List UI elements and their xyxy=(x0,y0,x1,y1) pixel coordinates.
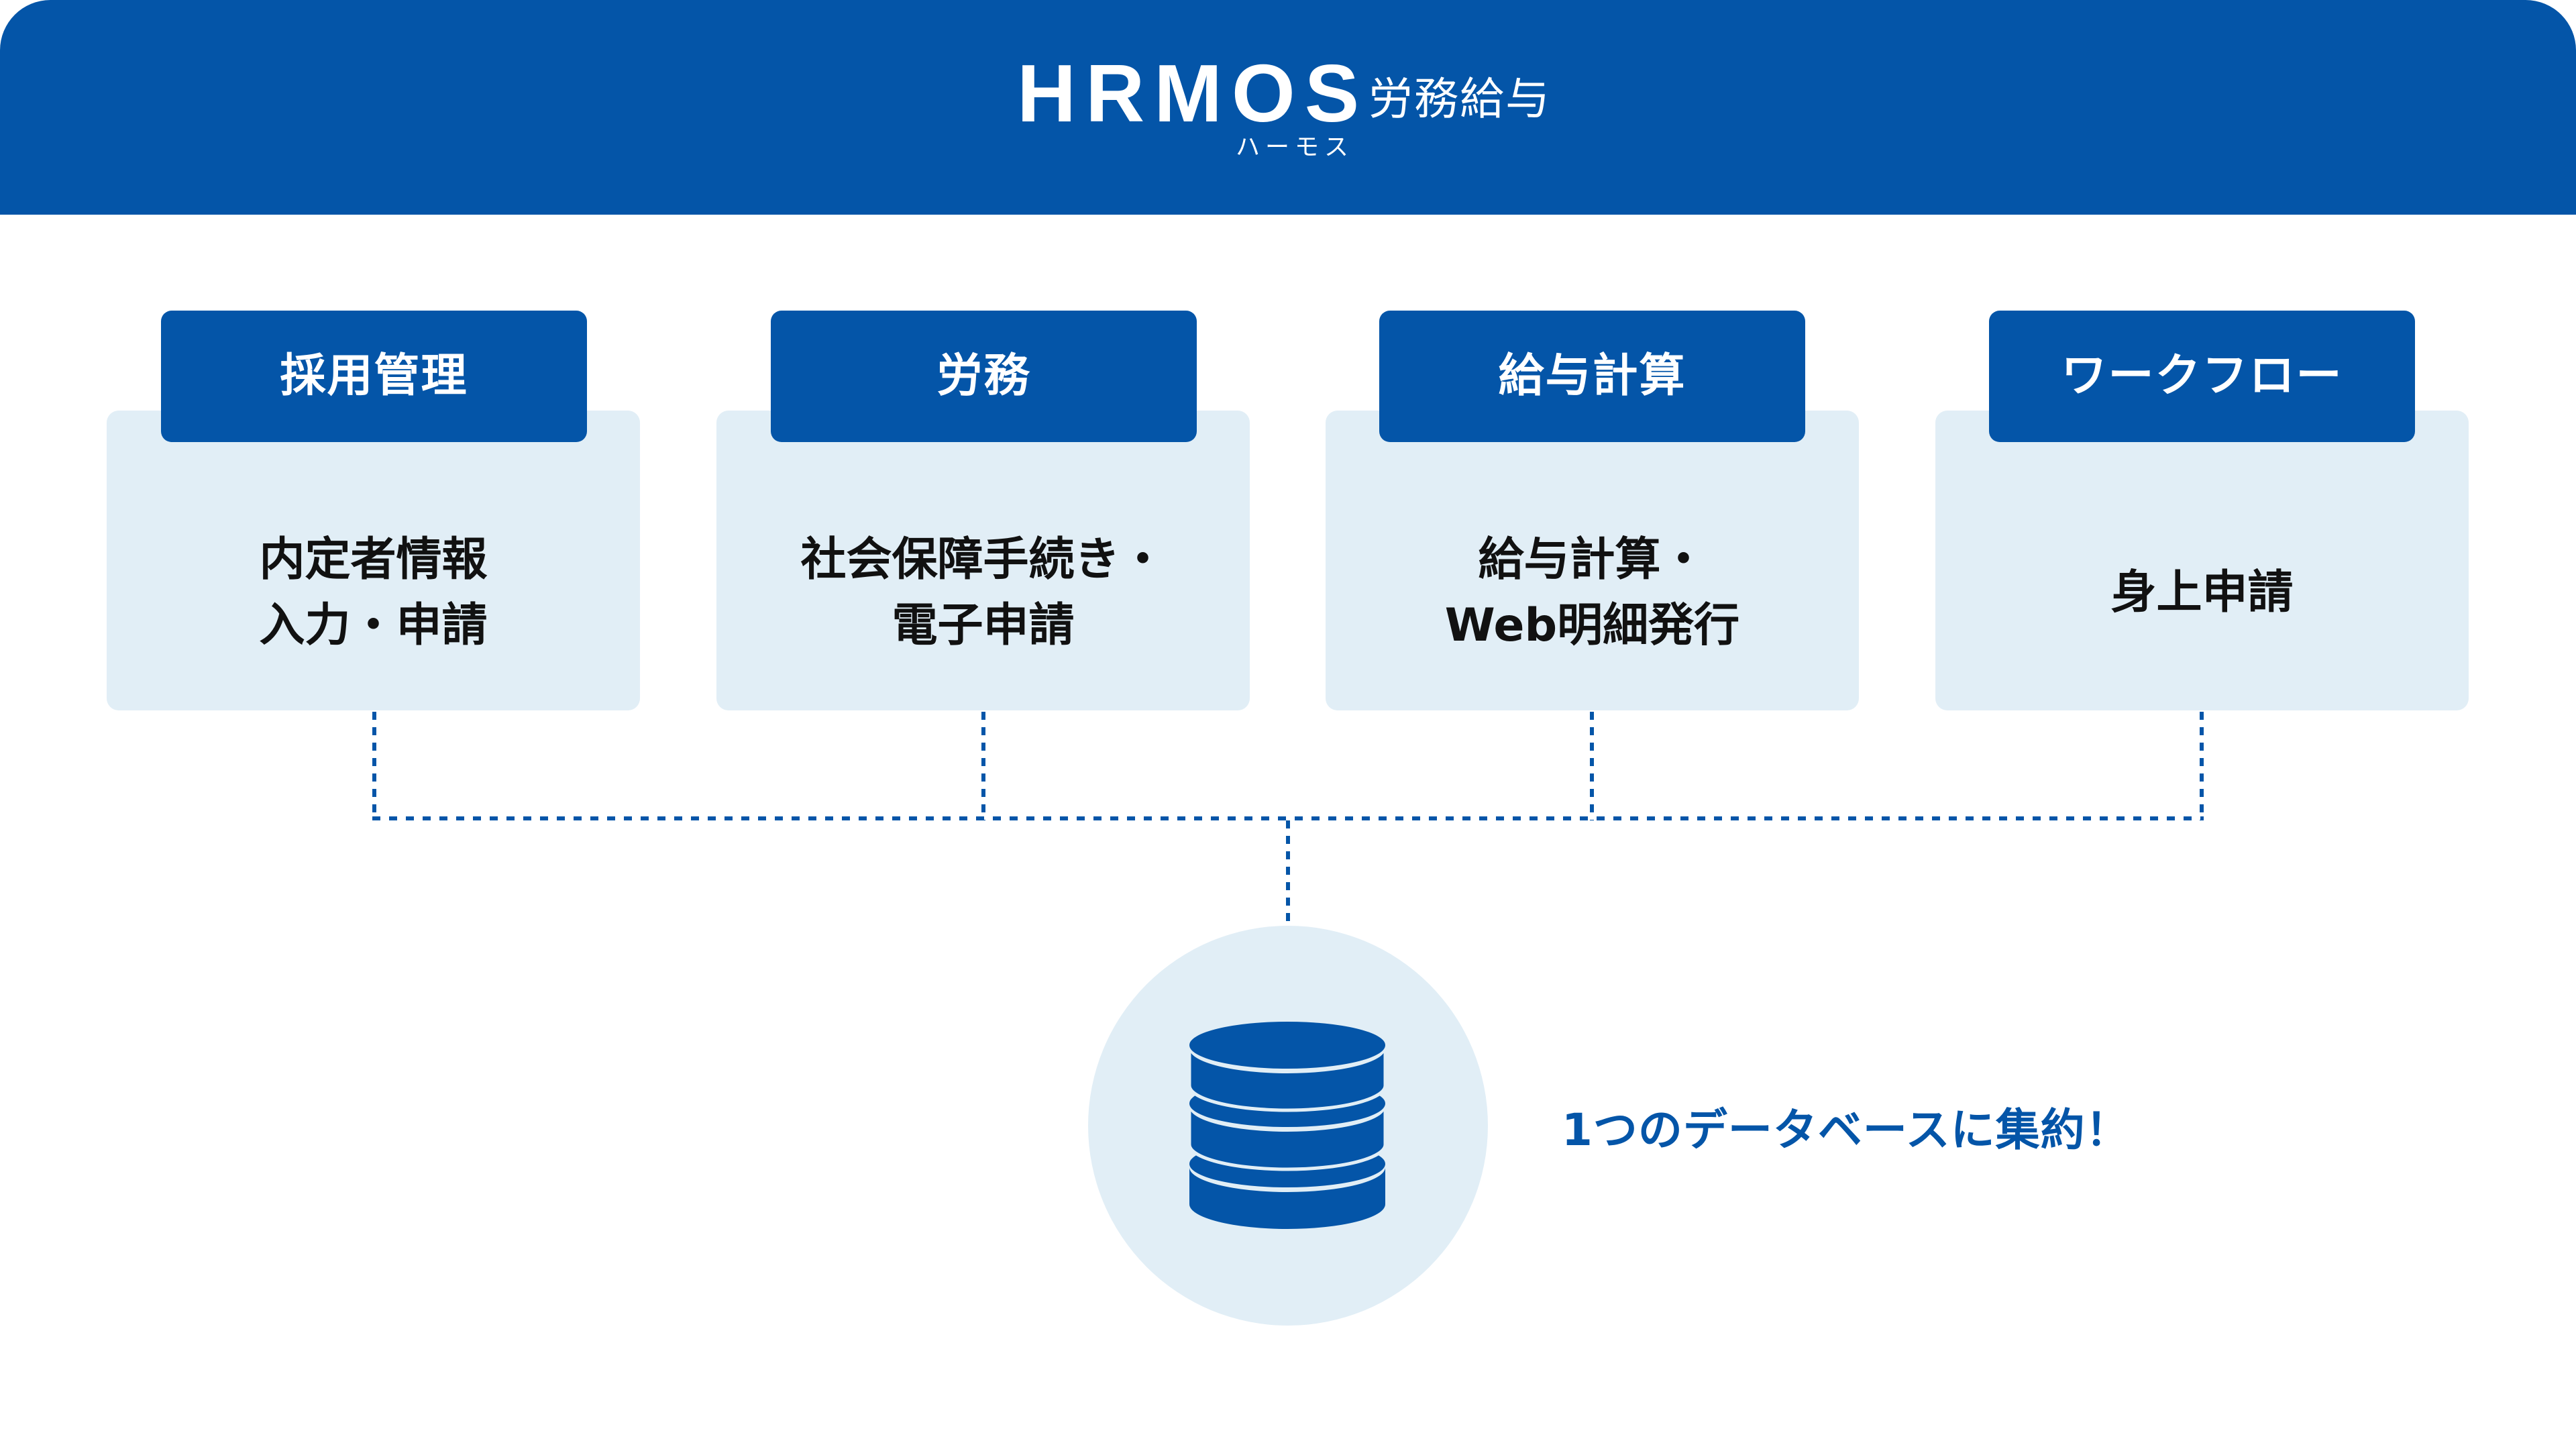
connector-bus-line xyxy=(372,816,2204,820)
product-name: 労務給与 xyxy=(1368,73,1551,125)
brand-logo: HRMOS xyxy=(1017,48,1369,139)
connector-line xyxy=(372,712,376,820)
module-description: 身上申請 xyxy=(2110,566,2294,619)
module-card-workflow: 身上申請 xyxy=(1935,411,2469,710)
module-description: 社会保障手続き・ 電子申請 xyxy=(800,533,1166,652)
module-tab-workflow: ワークフロー xyxy=(1989,311,2415,442)
module-tab-label: ワークフロー xyxy=(2061,350,2343,402)
module-tab-payroll: 給与計算 xyxy=(1379,311,1805,442)
module-description: 内定者情報 入力・申請 xyxy=(259,533,488,652)
connector-line xyxy=(1286,820,1290,926)
module-card-payroll: 給与計算・ Web明細発行 xyxy=(1326,411,1859,710)
connector-line xyxy=(2200,712,2204,820)
module-card-recruiting: 内定者情報 入力・申請 xyxy=(107,411,640,710)
module-tab-label: 採用管理 xyxy=(280,350,468,402)
header-banner: HRMOS 労務給与 ハーモス xyxy=(0,0,2576,215)
module-card-labor: 社会保障手続き・ 電子申請 xyxy=(716,411,1250,710)
database-icon xyxy=(1189,1022,1385,1229)
module-tab-recruiting: 採用管理 xyxy=(161,311,587,442)
brand-kana: ハーモス xyxy=(1236,133,1354,161)
module-description: 給与計算・ Web明細発行 xyxy=(1444,533,1740,652)
module-tab-labor: 労務 xyxy=(771,311,1197,442)
connector-line xyxy=(1590,712,1594,820)
database-caption: 1つのデータベースに集約！ xyxy=(1562,1104,2131,1156)
connector-line xyxy=(981,712,985,820)
module-tab-label: 労務 xyxy=(936,350,1031,402)
module-tab-label: 給与計算 xyxy=(1498,350,1686,402)
